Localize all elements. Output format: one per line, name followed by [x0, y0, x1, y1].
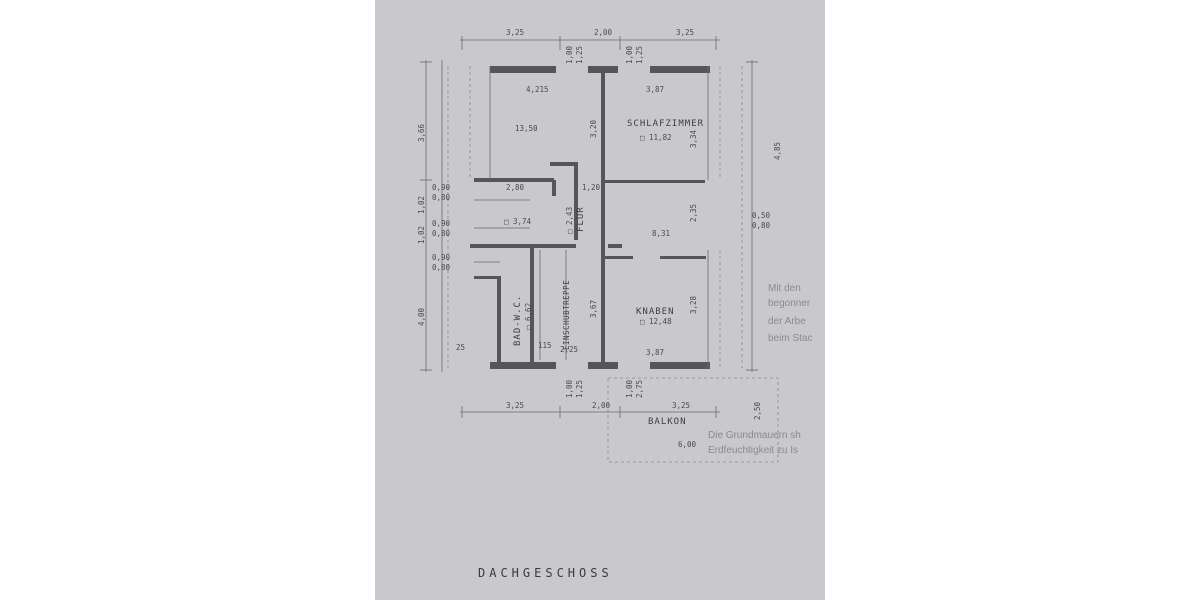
- printed-notes: Mit den begonner der Arbe beim Stac Die …: [708, 283, 812, 456]
- dim-door-125: 1,25: [575, 46, 584, 64]
- middle-room-area: 8,31: [652, 229, 670, 238]
- balkon-outline: [607, 377, 779, 463]
- dim-flur-width: 1,20: [582, 183, 601, 192]
- knaben-label: KNABEN: [636, 307, 675, 317]
- dimension-numbers: 3,25 2,00 3,25 3,25 2,00 3,25 6,00 2,50 …: [417, 28, 782, 449]
- dim-left-090c: 0,90: [432, 253, 451, 262]
- dim-bottom-right: 3,25: [672, 401, 690, 410]
- dim-left-080c: 0,80: [432, 263, 451, 272]
- dim-small-width: 2,80: [506, 183, 525, 192]
- dim-schlaf-height: 3,34: [689, 129, 698, 148]
- schlafzimmer-area: □ 11,82: [640, 133, 672, 142]
- flur-area: □ 2,43: [565, 207, 574, 234]
- dim-wall-115: 115: [538, 341, 552, 350]
- dim-balkon-width: 6,00: [678, 440, 697, 449]
- knaben-area: □ 12,48: [640, 317, 672, 326]
- small-room-area: □ 3,74: [504, 217, 532, 226]
- dim-room-width-right: 3,87: [646, 85, 664, 94]
- einschubtreppe-label: EINSCHUBTREPPE: [562, 280, 571, 350]
- dim-top-left: 3,25: [506, 28, 524, 37]
- balkon-label: BALKON: [648, 417, 687, 427]
- schlafzimmer-label: SCHLAFZIMMER: [627, 119, 704, 129]
- room-left-area: 13,50: [515, 124, 538, 133]
- dim-right-gap2: 0,80: [752, 221, 771, 230]
- bad-label: BAD-W.C.: [513, 295, 523, 346]
- note-bottom-1: Die Grundmauern sh: [708, 430, 801, 441]
- interior-walls: [470, 73, 706, 363]
- note-right-4: beim Stac: [768, 333, 812, 344]
- dim-door-125d: 1,25: [575, 380, 584, 398]
- dim-left-102a: 1,02: [417, 226, 426, 244]
- dim-left-outer-bottom: 4,00: [417, 307, 426, 326]
- dim-door-100: 1,00: [565, 45, 574, 64]
- dim-left-outer-top: 3,66: [417, 123, 426, 142]
- dim-door-275: 2,75: [635, 380, 644, 398]
- roof-slope-lines: [447, 66, 743, 368]
- dim-door-100c: 1,00: [565, 379, 574, 398]
- note-right-2: begonner: [768, 298, 811, 309]
- dim-bottom-left: 3,25: [506, 401, 524, 410]
- dim-room-width-left: 4,215: [526, 85, 549, 94]
- dim-right-mid-height: 2,35: [689, 204, 698, 222]
- paper-sheet: [375, 0, 825, 600]
- dim-door-125b: 1,25: [635, 46, 644, 64]
- room-labels: 13,50 SCHLAFZIMMER □ 11,82 □ 3,74 FLUR □…: [504, 119, 704, 427]
- dim-left-102b: 1,02: [417, 196, 426, 214]
- dim-stair-len: 3,67: [589, 300, 598, 318]
- dim-balkon-depth: 2,50: [753, 401, 762, 420]
- dim-bath-width: 2,25: [560, 345, 578, 354]
- dim-knaben-height: 3,28: [689, 295, 698, 314]
- dim-top-right: 3,25: [676, 28, 694, 37]
- plan-title: DACHGESCHOSS: [478, 566, 613, 580]
- dim-room-width-right-bottom: 3,87: [646, 348, 664, 357]
- dim-bottom-mid: 2,00: [592, 401, 611, 410]
- note-right-1: Mit den: [768, 283, 801, 294]
- dim-left-080: 0,80: [432, 193, 451, 202]
- dimension-lines: [420, 36, 758, 418]
- note-bottom-2: Erdfeuchtigkeit zu Is: [708, 445, 798, 456]
- dim-door-100b: 1,00: [625, 45, 634, 64]
- dim-right-gap: 0,50: [752, 211, 771, 220]
- note-right-3: der Arbe: [768, 316, 806, 327]
- dim-wall-25: 25: [456, 343, 465, 352]
- bad-area: □ 6,62: [524, 303, 533, 330]
- dim-left-090b: 0,90: [432, 219, 451, 228]
- dim-room-height: 3,20: [589, 119, 598, 138]
- outer-walls: [489, 66, 710, 369]
- dim-door-100d: 1,00: [625, 379, 634, 398]
- dim-right-outer: 4,85: [773, 142, 782, 160]
- dim-left-080b: 0,80: [432, 229, 451, 238]
- dim-top-mid: 2,00: [594, 28, 613, 37]
- dim-left-090: 0,90: [432, 183, 451, 192]
- flur-label: FLUR: [576, 206, 586, 232]
